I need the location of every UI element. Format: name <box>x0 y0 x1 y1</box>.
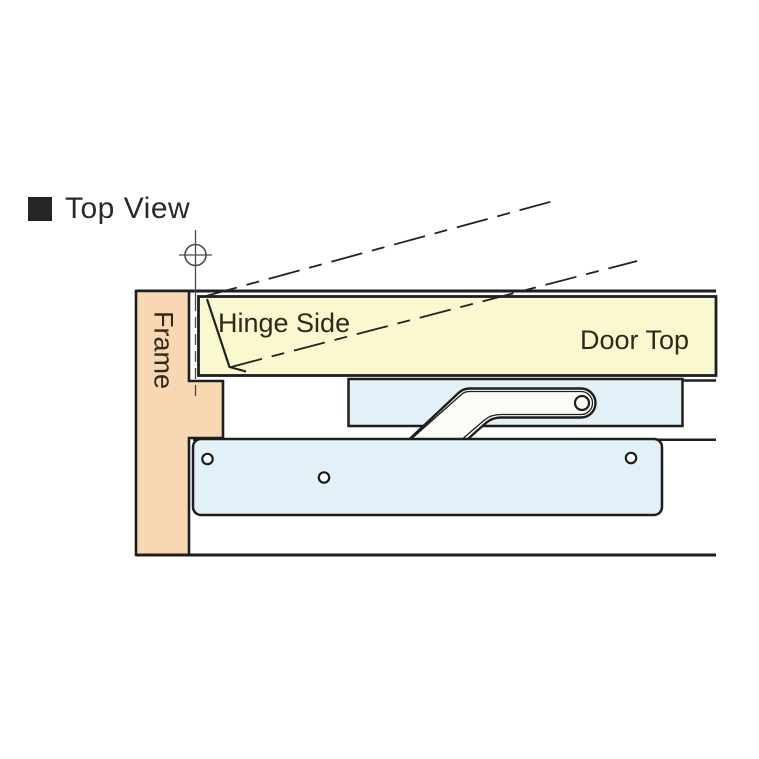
swing-line-upper <box>205 199 558 297</box>
open-door-edge-line <box>205 298 247 373</box>
screw-hole-left <box>201 452 214 466</box>
door-top-slab <box>197 295 718 377</box>
hinge-axis-marker <box>179 230 212 398</box>
frame-label: Frame <box>149 311 179 389</box>
hinge-arm-inner-contour <box>412 390 594 439</box>
screw-hole-right <box>624 451 638 465</box>
section-title: Top View <box>28 194 190 224</box>
mounting-plate <box>191 437 664 517</box>
swing-line-lower <box>230 260 638 368</box>
pivot-pin <box>573 394 591 412</box>
hinge-side-label: Hinge Side <box>218 308 350 338</box>
square-bullet-icon <box>28 197 52 221</box>
door-top-label: Door Top <box>580 325 689 355</box>
section-title-label: Top View <box>65 192 191 225</box>
screw-hole-middle <box>317 471 331 484</box>
